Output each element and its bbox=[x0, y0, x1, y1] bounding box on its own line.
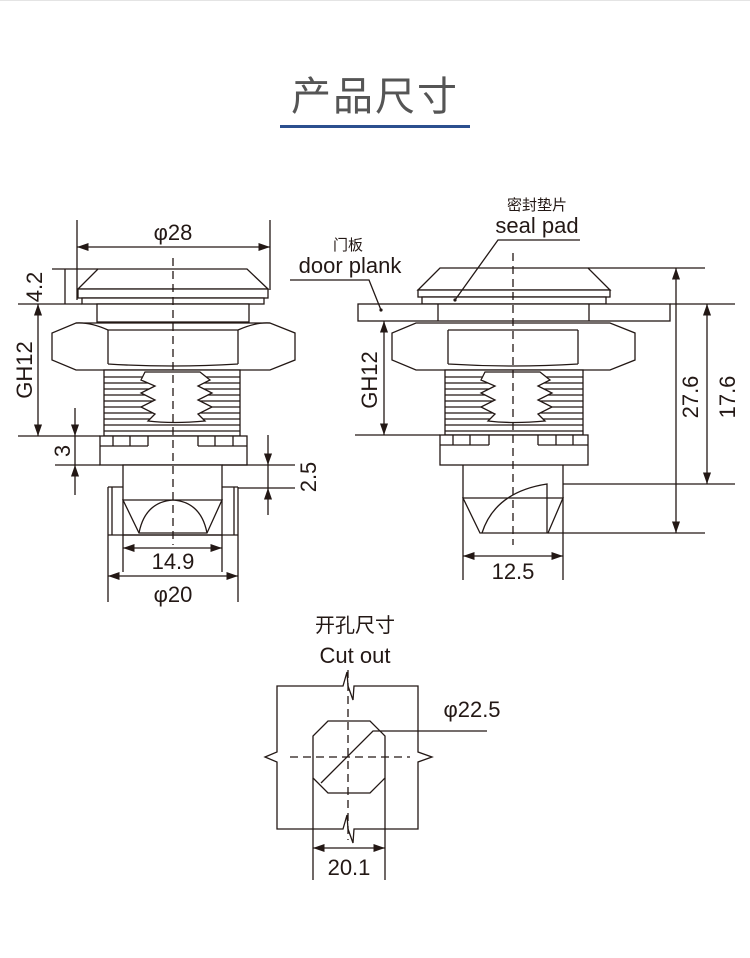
dim-cap-height: 4.2 bbox=[22, 272, 47, 303]
dim-length-below-panel: 17.6 bbox=[715, 376, 740, 419]
dim-cam-width-installed: 12.5 bbox=[492, 559, 535, 584]
title-underline bbox=[280, 125, 470, 128]
cutout-title-cn: 开孔尺寸 bbox=[315, 613, 395, 637]
dim-cutout-diameter: φ22.5 bbox=[443, 697, 500, 722]
dim-washer-height: 3 bbox=[50, 445, 75, 457]
cutout-title-en: Cut out bbox=[320, 643, 391, 668]
dim-cutout-flat-width: 20.1 bbox=[328, 855, 371, 880]
dim-thread: GH12 bbox=[12, 341, 37, 398]
label-door-plank-cn: 门板 bbox=[333, 236, 363, 254]
dim-total-length: 27.6 bbox=[678, 376, 703, 419]
top-divider bbox=[0, 0, 750, 1]
label-seal-pad-en: seal pad bbox=[495, 213, 578, 238]
side-view-drawing bbox=[18, 220, 296, 602]
dim-cam-offset: 2.5 bbox=[296, 462, 321, 493]
dim-bottom-diameter: φ20 bbox=[154, 582, 193, 607]
dim-thread-installed: GH12 bbox=[357, 351, 382, 408]
page-title: 产品尺寸 bbox=[291, 74, 459, 120]
installed-view-drawing bbox=[290, 239, 735, 580]
cutout-drawing bbox=[263, 670, 487, 880]
label-seal-pad-cn: 密封垫片 bbox=[507, 196, 567, 214]
dim-top-diameter: φ28 bbox=[154, 220, 193, 245]
label-door-plank-en: door plank bbox=[299, 253, 403, 278]
dim-cam-width: 14.9 bbox=[152, 549, 195, 574]
